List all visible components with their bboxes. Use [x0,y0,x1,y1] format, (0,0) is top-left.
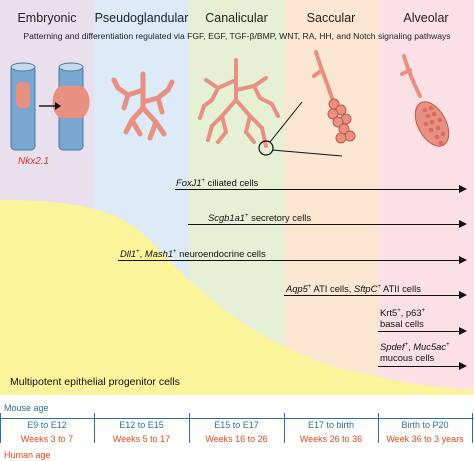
saccular-illustration [312,50,356,144]
mouse-age-embryonic: E9 to E12 [27,420,67,430]
human-age-heading: Human age [4,450,51,460]
canalicular-tree [198,58,280,148]
pseudoglandular-tree [111,71,175,141]
scgb1a1-arrow [188,218,467,231]
basal-cells-label: Krt5+, p63+ basal cells [380,307,426,330]
timeline-tick [284,413,286,443]
foxj1-label: FoxJ1+ ciliated cells [176,177,259,189]
timeline-tick [189,413,191,443]
foxj1-arrow [175,183,467,196]
human-age-alveolar: Week 36 to 3 years [386,434,464,444]
scgb1a1-label: Scgb1a1+ secretory cells [208,212,312,224]
stage-title-embryonic: Embryonic [17,11,77,25]
aqp5-sftpc-arrow [284,289,467,302]
mouse-age-canalicular: E15 to E17 [214,420,259,430]
mucous-cells-label: Spdef+, Muc5ac+ mucous cells [380,341,450,364]
timeline-tick [0,413,2,443]
age-timeline [0,418,474,420]
alveolar-illustration [400,54,450,147]
mucous-cells-arrow [378,360,467,373]
foregut-tube-illustration [10,62,90,151]
timeline-tick [472,413,474,443]
timeline-tick [94,413,96,443]
stage-title-saccular: Saccular [306,11,356,25]
signaling-subtitle: Patterning and differentiation regulated… [23,31,451,41]
human-age-canalicular: Weeks 16 to 26 [205,434,268,444]
stage-title-canalicular: Canalicular [205,11,268,25]
aqp5-sftpc-label: Aqp5+ ATI cells, SftpC+ ATII cells [286,283,421,295]
lung-development-illustrations [10,50,450,157]
human-age-embryonic: Weeks 3 to 7 [20,434,74,444]
mouse-age-pseudoglandular: E12 to E15 [119,420,164,430]
mouse-age-alveolar: Birth to P20 [401,420,449,430]
human-age-pseudoglandular: Weeks 5 to 17 [112,434,171,444]
progenitor-region [0,200,474,395]
human-age-saccular: Weeks 26 to 36 [299,434,363,444]
mouse-age-saccular: E17 to birth [307,420,355,430]
stage-title-alveolar: Alveolar [403,11,449,25]
stage-bg-saccular [284,0,378,395]
stage-title-pseudoglandular: Pseudoglandular [94,11,189,25]
neuroendocrine-arrow [118,254,467,267]
nkx21-label: Nkx2.1 [18,156,50,167]
progenitor-label: Multipotent epithelial progenitor cells [10,376,180,388]
timeline-tick [378,413,380,443]
basal-cells-arrow [378,325,467,338]
neuroendocrine-label: Dll1+, Mash1+ neuroendocrine cells [120,248,266,260]
stage-bg-alveolar [378,0,474,395]
mouse-age-heading: Mouse age [4,403,49,413]
